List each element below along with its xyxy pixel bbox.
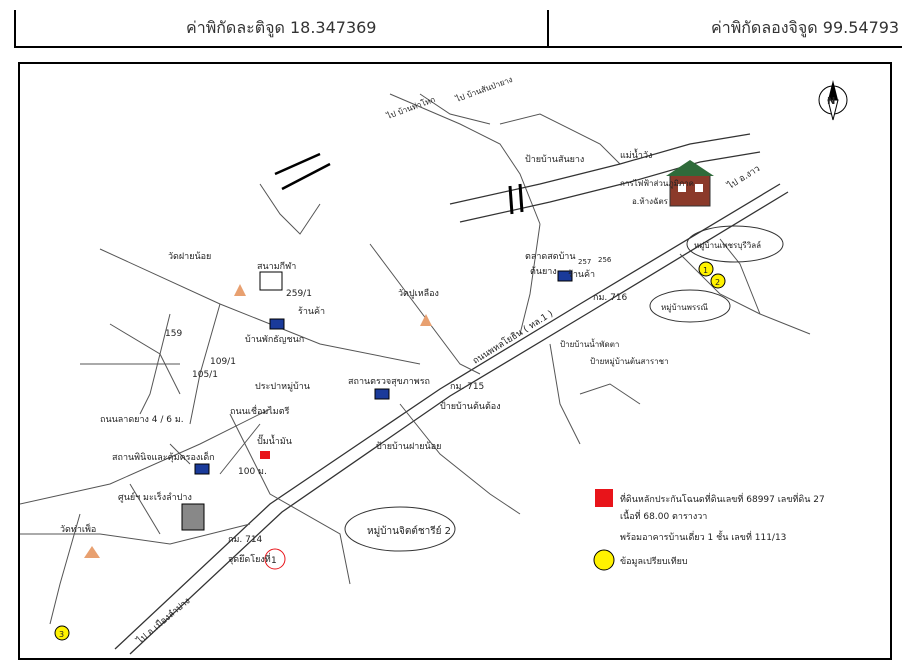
label-dist-100: 100 ม. bbox=[238, 467, 267, 477]
label-circle-1b: 1 bbox=[703, 266, 708, 275]
label-childcare: สถานพินิจและคุ้มครองเด็ก bbox=[112, 450, 215, 463]
label-wat-fai-noi: วัดฝายน้อย bbox=[168, 251, 211, 262]
label-river: แม่น้ำวัง bbox=[620, 148, 652, 161]
label-village-charat: หมู่บ้านจิตต์ชารีย์ 2 bbox=[367, 525, 451, 537]
comparison-markers bbox=[54, 261, 726, 641]
label-shop-259: 259/1 bbox=[286, 289, 312, 299]
label-km-716: กม. 716 bbox=[593, 293, 628, 303]
label-wat-tha-pho: วัดท่าเพ็อ bbox=[60, 522, 96, 535]
barrier-marks bbox=[274, 152, 331, 191]
label-power-office2: อ.ห้างฉัตร bbox=[632, 197, 669, 206]
north-arrow-icon bbox=[818, 80, 848, 121]
label-health-station: สถานตรวจสุขภาพรถ bbox=[348, 377, 430, 387]
label-sign-mu-ban2: ป้ายหมู่บ้านต้นสาราชา bbox=[590, 357, 669, 367]
label-road-width: ถนนลาดยาง 4 / 6 ม. bbox=[100, 415, 184, 425]
location-map: วัดฝายน้อย สนามกีฬา 259/1 ร้านค้า บ้านพั… bbox=[18, 62, 892, 660]
label-circle-2: 2 bbox=[715, 278, 720, 287]
coordinate-bar: ค่าพิกัดละติจูด 18.347369 ค่าพิกัดลองจิจ… bbox=[14, 10, 902, 48]
label-market2: ต้นยาง bbox=[530, 266, 557, 277]
subject-property-marker bbox=[260, 451, 270, 459]
label-circle-3: 3 bbox=[59, 630, 64, 639]
label-to-ban-san: ไป บ้านสันป่ายาง bbox=[454, 75, 514, 104]
label-256: 256 bbox=[598, 256, 612, 264]
label-wat-pu-laeng: วัดปูเหลือง bbox=[398, 288, 439, 299]
label-village-pornsri: หมู่บ้านพรรณี bbox=[661, 303, 708, 313]
label-village-pruksa: หมู่บ้านเพชรบุรีวิลล์ bbox=[694, 240, 761, 251]
label-road-link: ถนนเชื่อมไมตรี bbox=[230, 404, 290, 417]
label-257: 257 bbox=[578, 258, 591, 266]
label-km-714: กม. 714 bbox=[228, 535, 263, 545]
river bbox=[449, 133, 761, 223]
highway bbox=[114, 183, 789, 655]
label-shop-left: ร้านค้า bbox=[298, 306, 325, 317]
start-point-circle bbox=[264, 548, 286, 570]
legend-red-desc-1: ที่ดินหลักประกันโฉนดที่ดินเลขที่ 68997 เ… bbox=[620, 492, 825, 505]
longitude-label: ค่าพิกัดลองจิจูด 99.54793 bbox=[711, 18, 900, 37]
legend-red-swatch bbox=[595, 489, 613, 507]
label-village-gate: ประปาหมู่บ้าน bbox=[255, 381, 310, 392]
temple-icons bbox=[84, 284, 432, 558]
legend-yellow-swatch bbox=[593, 549, 615, 571]
label-start-num: 1 bbox=[271, 556, 277, 566]
label-compass: N bbox=[827, 96, 835, 107]
label-power-office: การไฟฟ้าส่วนภูมิภาค bbox=[620, 179, 694, 189]
bridge bbox=[508, 183, 524, 215]
legend-red-desc-3: พร้อมอาคารบ้านเดี่ยว 1 ชั้น เลขที่ 111/1… bbox=[620, 530, 786, 543]
label-to-mae-tha: ไป บ้านท่าโทก bbox=[384, 94, 436, 121]
legend bbox=[593, 489, 615, 571]
power-office-icon bbox=[666, 160, 714, 207]
label-market: ตลาดสดบ้าน bbox=[525, 251, 576, 262]
label-gas-station: ปั๊มน้ำมัน bbox=[257, 434, 292, 447]
legend-yellow-desc: ข้อมูลเปรียบเทียบ bbox=[620, 556, 688, 567]
label-lampang-center: ศูนย์ฯ มะเร็งลำปาง bbox=[118, 490, 192, 503]
label-to-ngao: ไป อ.งาว bbox=[725, 163, 762, 192]
roads bbox=[20, 93, 811, 625]
building-icons bbox=[181, 270, 573, 531]
map-canvas: วัดฝายน้อย สนามกีฬา 259/1 ร้านค้า บ้านพั… bbox=[20, 75, 848, 655]
label-stadium: สนามกีฬา bbox=[257, 261, 296, 272]
coordinate-divider bbox=[547, 10, 549, 46]
label-sign-mu-ban: ป้ายบ้านน้ำพัดตา bbox=[560, 338, 619, 349]
label-109: 109/1 bbox=[210, 357, 236, 367]
village-ellipses bbox=[344, 225, 784, 552]
label-km-715: กม. 715 bbox=[450, 382, 484, 392]
label-sign-ban-ton-tong: ป้ายบ้านต้นต้อง bbox=[440, 401, 501, 412]
latitude-label: ค่าพิกัดละติจูด 18.347369 bbox=[186, 18, 377, 37]
label-sign-ban-fai-noi: ป้ายบ้านฝายน้อย bbox=[376, 441, 441, 452]
label-105: 105/1 bbox=[192, 370, 218, 380]
legend-red-desc-2: เนื้อที่ 68.00 ตารางวา bbox=[620, 509, 707, 522]
label-sign-ban-san-yang: ป้ายบ้านสันยาง bbox=[525, 154, 584, 165]
label-159: 159 bbox=[165, 329, 182, 339]
label-ban-phaktha: บ้านพักธัญชนก bbox=[245, 334, 304, 345]
label-shop-right: ร้านค้า bbox=[568, 269, 595, 280]
label-start-point: จุดยึดโยงที่ bbox=[228, 552, 271, 565]
